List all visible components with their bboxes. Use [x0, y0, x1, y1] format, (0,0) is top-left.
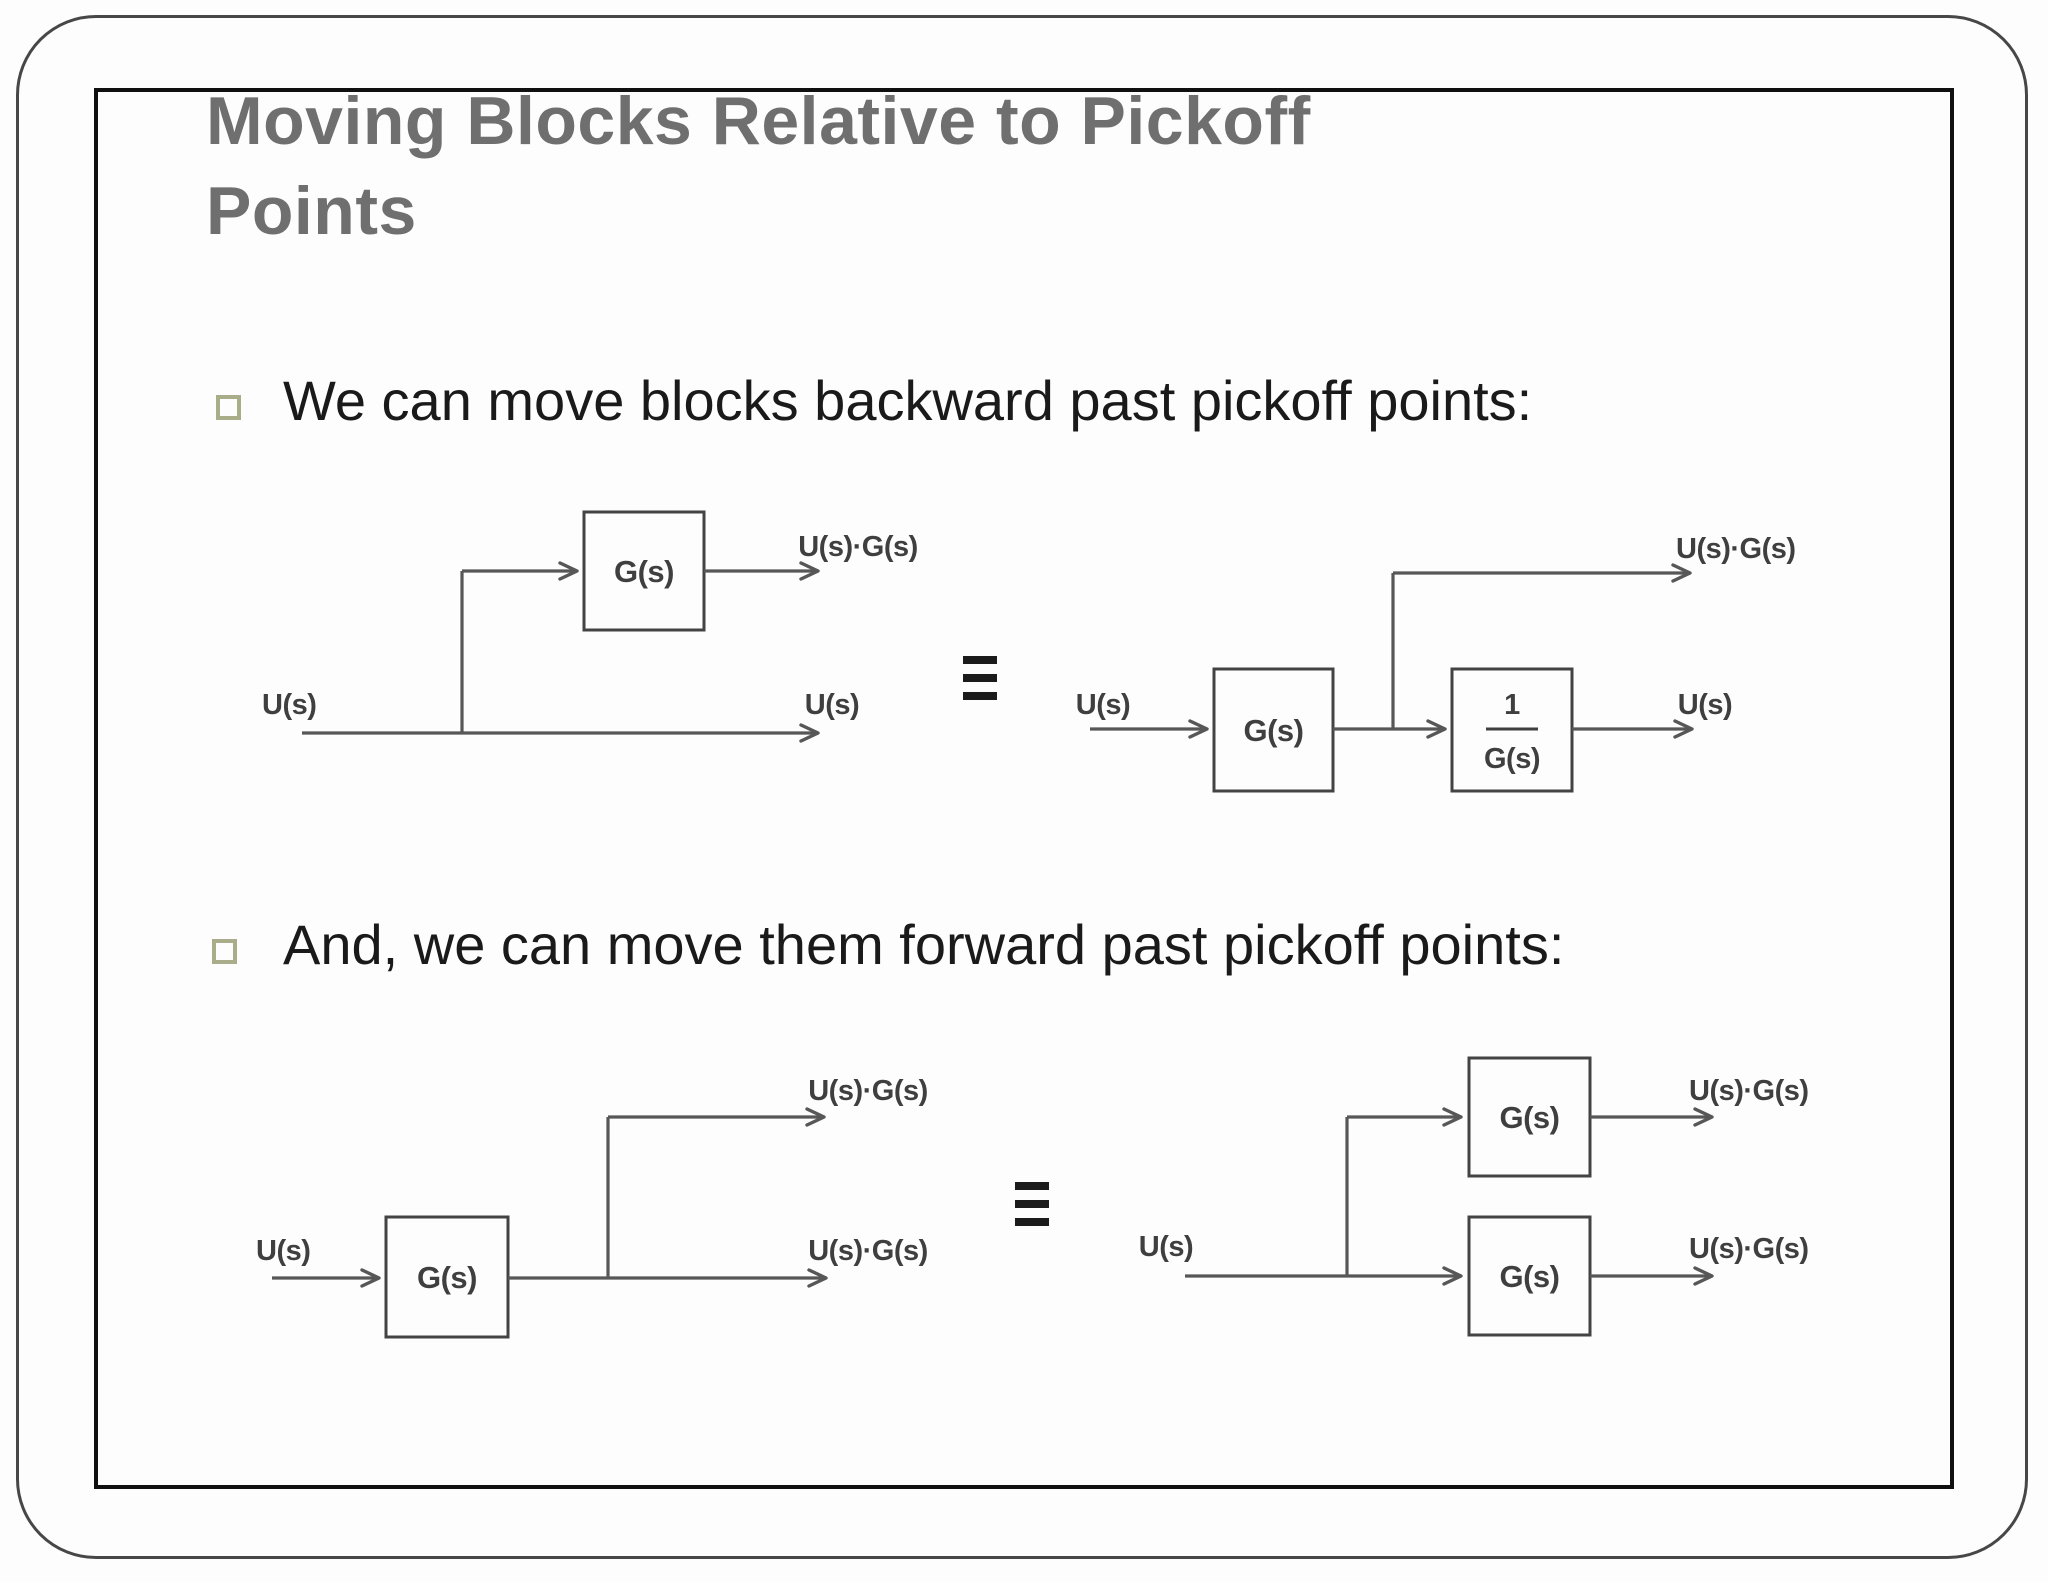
- equivalence-bar: [1015, 1200, 1049, 1208]
- signal-label: U(s): [256, 1235, 310, 1267]
- signal-label: U(s)·G(s): [1689, 1233, 1809, 1265]
- diagram-forward-after: U(s) G(s) U(s)·G(s) G(s) U(s)·G(s): [1139, 1056, 1809, 1337]
- bullet-square-icon: [212, 939, 237, 964]
- fraction-numerator: 1: [1504, 689, 1520, 721]
- signal-label: U(s): [262, 689, 316, 721]
- signal-label: U(s): [805, 689, 859, 721]
- slide-title-line2: Points: [206, 173, 417, 249]
- signal-label: U(s): [1678, 689, 1732, 721]
- block-label: G(s): [614, 554, 674, 589]
- transfer-function-block: [384, 1215, 510, 1339]
- signal-label: U(s)·G(s): [1676, 533, 1796, 565]
- transfer-function-block: [1467, 1215, 1592, 1337]
- transfer-function-block: [1467, 1056, 1592, 1178]
- diagram-backward-after: U(s) G(s) U(s)·G(s) 1G(s) U(s): [1076, 533, 1796, 793]
- equivalence-bar: [1015, 1218, 1049, 1226]
- slide-title-line1: Moving Blocks Relative to Pickoff: [206, 83, 1311, 159]
- fraction-denominator: G(s): [1484, 743, 1540, 775]
- equivalence-icon: [963, 656, 997, 700]
- block-label: G(s): [417, 1260, 477, 1295]
- signal-label: U(s)·G(s): [798, 531, 918, 563]
- block-label: G(s): [1244, 713, 1304, 748]
- bullet-item-backward: We can move blocks backward past pickoff…: [283, 369, 1533, 432]
- equivalence-icon: [1015, 1182, 1049, 1226]
- equivalence-bar: [963, 674, 997, 682]
- block-label: G(s): [1500, 1100, 1560, 1135]
- equivalence-bar: [963, 692, 997, 700]
- diagram-backward-before: U(s) G(s) U(s)·G(s) U(s): [262, 510, 918, 743]
- signal-label: U(s)·G(s): [808, 1235, 928, 1267]
- transfer-function-block: [1212, 667, 1335, 793]
- block-label: G(s): [1500, 1259, 1560, 1294]
- slide-title: Moving Blocks Relative to Pickoff Points: [206, 76, 1706, 256]
- signal-label: U(s)·G(s): [808, 1075, 928, 1107]
- diagram-forward-before: U(s) G(s) U(s)·G(s) U(s)·G(s): [256, 1075, 928, 1339]
- signal-label: U(s): [1076, 689, 1130, 721]
- signal-label: U(s): [1139, 1231, 1193, 1263]
- transfer-function-block: [582, 510, 706, 632]
- equivalence-bar: [1015, 1182, 1049, 1190]
- bullet-item-forward: And, we can move them forward past picko…: [283, 913, 1565, 976]
- bullet-square-icon: [216, 395, 241, 420]
- signal-label: U(s)·G(s): [1689, 1075, 1809, 1107]
- equivalence-bar: [963, 656, 997, 664]
